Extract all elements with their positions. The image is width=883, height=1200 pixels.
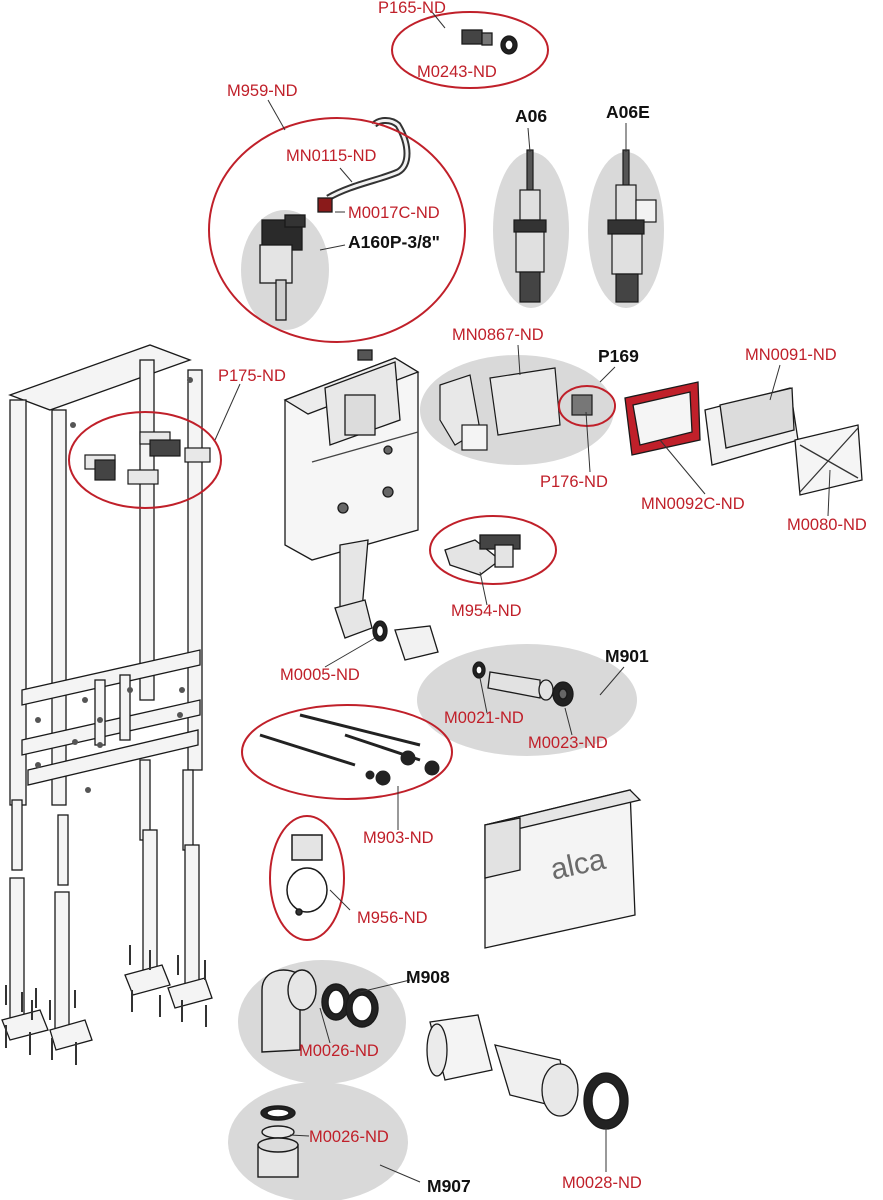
label-m0026-lower: M0026-ND: [309, 1128, 389, 1146]
m956-clamp: [286, 834, 328, 916]
label-m954: M954-ND: [451, 602, 522, 620]
label-mn0091: MN0091-ND: [745, 346, 837, 364]
cistern: [283, 349, 420, 639]
m907-parts: [257, 1105, 299, 1178]
label-p165: P165-ND: [378, 0, 446, 17]
label-m901: M901: [605, 646, 649, 666]
label-a06: A06: [515, 106, 548, 126]
red-group-outlines: [68, 11, 616, 941]
m908-parts: [261, 969, 379, 1053]
group-background-m901: [417, 644, 637, 756]
label-m0021: M0021-ND: [444, 709, 524, 727]
label-m0026-upper: M0026-ND: [299, 1042, 379, 1060]
outlet-parts: [426, 1014, 629, 1130]
label-m0028: M0028-ND: [562, 1174, 642, 1192]
installation-frame: [1, 344, 213, 1051]
label-a06e: A06E: [606, 102, 650, 122]
frames: [624, 381, 863, 496]
flush-valves: [513, 149, 657, 303]
p169-parts: [439, 367, 593, 451]
anchor-bolts: [5, 945, 207, 1065]
label-p169: P169: [598, 346, 639, 366]
box: [483, 789, 642, 949]
label-m0017c: M0017C-ND: [348, 204, 440, 222]
label-m0243: M0243-ND: [417, 63, 497, 81]
label-m907: M907: [427, 1176, 471, 1196]
m954-bracket: [444, 534, 521, 576]
label-m0080: M0080-ND: [787, 516, 867, 534]
label-a160p: A160P-3/8": [348, 232, 440, 252]
label-mn0092c: MN0092C-ND: [641, 495, 745, 513]
label-m0005: M0005-ND: [280, 666, 360, 684]
label-m908: M908: [406, 967, 450, 987]
fill-valve-hose: [326, 117, 411, 202]
label-mn0867: MN0867-ND: [452, 326, 544, 344]
fill-valve: [259, 197, 333, 321]
label-m903: M903-ND: [363, 829, 434, 847]
label-m956: M956-ND: [357, 909, 428, 927]
p175-brackets: [84, 431, 211, 485]
m903-rods: [259, 713, 440, 786]
m901-parts: [472, 661, 574, 707]
label-p176: P176-ND: [540, 473, 608, 491]
label-p175: P175-ND: [218, 367, 286, 385]
label-mn0115: MN0115-ND: [286, 147, 377, 165]
label-m0023: M0023-ND: [528, 734, 608, 752]
label-m959: M959-ND: [227, 82, 298, 100]
leader-lines: [214, 11, 831, 1183]
outlet-pipe-end: [372, 620, 439, 661]
p165-parts: [461, 29, 518, 55]
